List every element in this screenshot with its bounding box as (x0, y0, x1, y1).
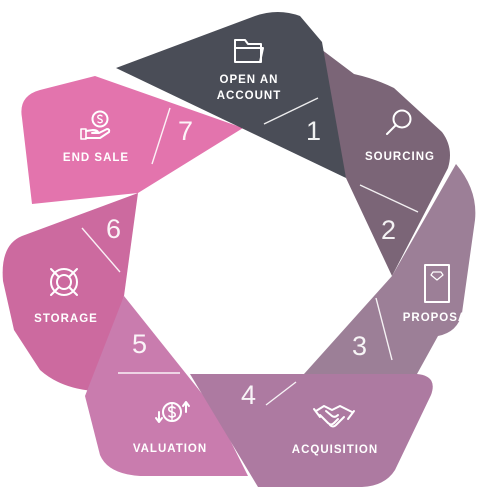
segment-2-sourcing (305, 37, 450, 276)
vault-icon (50, 268, 78, 296)
step-label-2: SOURCING (365, 151, 435, 163)
dividers (81, 97, 419, 406)
magnifier-icon (386, 109, 412, 135)
divider-1 (263, 97, 319, 125)
segment-5-valuation (85, 296, 248, 476)
hand-dollar-icon (80, 110, 111, 140)
step-number-4: 4 (241, 380, 256, 410)
step-number-7: 7 (178, 116, 193, 146)
step-label-6: STORAGE (34, 313, 98, 325)
step-label-4: ACQUISITION (292, 444, 378, 456)
dollar-arrows-icon (155, 401, 190, 423)
step-label-3: PROPOSAL (403, 312, 476, 324)
divider-4 (265, 381, 297, 406)
step-number-5: 5 (132, 329, 147, 359)
step-label-5: VALUATION (133, 443, 207, 455)
divider-6 (81, 227, 121, 273)
step-label-1b: ACCOUNT (217, 90, 282, 102)
divider-3 (375, 297, 393, 361)
segment-1-open-an-account (116, 12, 346, 178)
segment-3-proposal (304, 164, 476, 374)
divider-2 (359, 184, 419, 213)
document-icon (424, 264, 450, 303)
step-number-2: 2 (381, 215, 396, 245)
step-number-6: 6 (106, 214, 121, 244)
segment-4-acquisition (190, 374, 433, 487)
step-label-7: END SALE (63, 152, 129, 164)
segment-7-end-sale (21, 76, 244, 204)
step-label-1a: OPEN AN (220, 74, 279, 86)
step-numbers: 1 2 3 4 5 6 7 (106, 116, 396, 410)
step-number-1: 1 (306, 116, 321, 146)
handshake-icon (313, 405, 355, 428)
step-labels: OPEN AN ACCOUNT SOURCING PROPOSAL ACQUIS… (34, 74, 476, 456)
segment-6-storage (2, 193, 139, 391)
step-number-3: 3 (352, 331, 367, 361)
segments (2, 12, 476, 487)
folder-icon (234, 39, 264, 63)
divider-7 (151, 107, 171, 165)
